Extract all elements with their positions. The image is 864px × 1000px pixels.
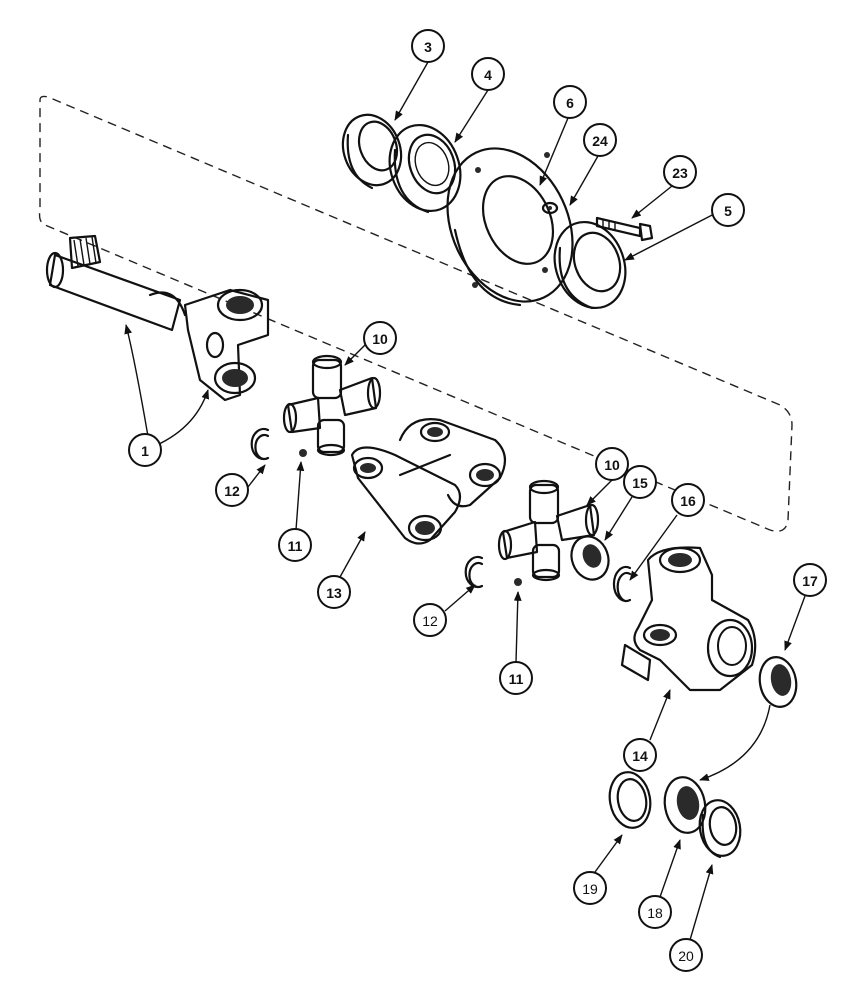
callout-19-label: 19	[582, 881, 598, 897]
part-12-snap-ring-lower	[464, 555, 484, 589]
callout-23: 23	[663, 155, 697, 189]
callout-15: 15	[623, 465, 657, 499]
part-11-fitting-upper	[299, 449, 307, 457]
callout-3: 3	[411, 29, 445, 63]
callout-5: 5	[711, 193, 745, 227]
part-13-center-yoke	[350, 418, 507, 545]
part-17-seal	[758, 656, 798, 708]
callout-11-upper-label: 11	[288, 538, 303, 554]
callout-13-label: 13	[326, 585, 342, 601]
part-3-seal	[341, 113, 403, 190]
callout-11-lower: 11	[499, 661, 533, 695]
callout-12-lower-label: 12	[422, 613, 438, 629]
callout-10-upper-label: 10	[372, 331, 388, 347]
callout-3-label: 3	[424, 39, 432, 55]
callout-20: 20	[669, 938, 703, 972]
callout-10-upper: 10	[363, 321, 397, 355]
callout-1: 1	[128, 433, 162, 467]
part-15-bearing	[570, 535, 610, 581]
callout-1-label: 1	[141, 443, 149, 459]
part-10-cross-upper	[282, 354, 382, 457]
callout-23-label: 23	[672, 165, 688, 181]
callout-15-label: 15	[632, 475, 648, 491]
part-10-cross-lower	[497, 479, 600, 582]
callout-16: 16	[671, 483, 705, 517]
callout-17: 17	[793, 563, 827, 597]
callout-24-label: 24	[592, 133, 608, 149]
curved-arrow-17-to-18	[699, 704, 771, 781]
part-24-washer	[541, 201, 559, 215]
callout-24: 24	[583, 123, 617, 157]
part-14-end-yoke	[620, 546, 757, 692]
callout-17-label: 17	[802, 573, 818, 589]
assembly-boundary-dashed	[38, 95, 793, 532]
callout-6-label: 6	[566, 95, 574, 111]
callout-20-label: 20	[678, 948, 694, 964]
callout-5-label: 5	[724, 203, 732, 219]
callout-16-label: 16	[680, 493, 696, 509]
part-11-fitting-lower	[514, 578, 522, 586]
callout-4-label: 4	[484, 67, 492, 83]
callout-10-lower: 10	[595, 447, 629, 481]
callout-14: 14	[623, 738, 657, 772]
callout-11-upper: 11	[278, 528, 312, 562]
part-18-seal	[663, 776, 707, 834]
callout-12-lower: 12	[413, 603, 447, 637]
callout-19: 19	[573, 871, 607, 905]
part-20-seal	[698, 799, 742, 859]
callout-12-upper-label: 12	[224, 483, 240, 499]
callout-18-label: 18	[647, 905, 663, 921]
part-19-washer	[608, 771, 652, 829]
callout-12-upper: 12	[215, 473, 249, 507]
part-1-shaft-yoke	[45, 234, 270, 402]
callout-13: 13	[317, 575, 351, 609]
part-4-bearing	[388, 123, 462, 214]
callout-10-lower-label: 10	[604, 457, 620, 473]
callout-11-lower-label: 11	[509, 671, 524, 687]
callout-6: 6	[553, 85, 587, 119]
callout-18: 18	[638, 895, 672, 929]
callout-4: 4	[471, 57, 505, 91]
callout-14-label: 14	[632, 748, 648, 764]
part-6-flange-plate	[446, 147, 574, 307]
part-5-seal-housing	[553, 220, 627, 310]
part-12-snap-ring-upper	[250, 427, 270, 461]
part-16-snap-ring	[612, 565, 632, 603]
part-23-bolt	[595, 216, 654, 242]
